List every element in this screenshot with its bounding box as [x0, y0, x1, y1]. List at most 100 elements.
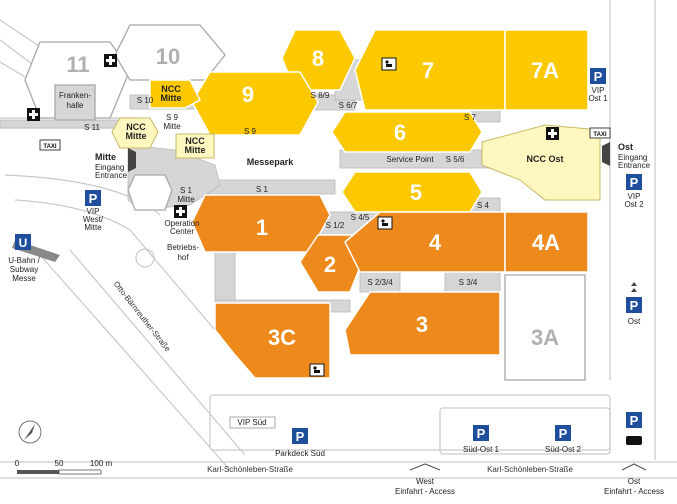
hall-3a-shape: [504, 274, 586, 381]
parking-icon: P: [559, 426, 568, 441]
first-aid-icon: [27, 108, 40, 121]
access-west-name: West: [416, 477, 435, 486]
first-aid-icons: [27, 54, 559, 218]
hall-label-4: 4: [429, 230, 442, 255]
parking-icon: P: [630, 413, 639, 428]
parking-icon: P: [89, 191, 98, 206]
hall-label-7a: 7A: [531, 58, 559, 83]
first-aid-icon: [546, 127, 559, 140]
ubahn-icon: U: [19, 236, 28, 250]
scale-zero: 0: [15, 459, 20, 468]
parking-icon: P: [630, 175, 639, 190]
passage-s4: S 4: [477, 201, 490, 210]
messepark-label: Messepark: [247, 157, 295, 167]
passage-s1: S 1: [256, 185, 269, 194]
hall-9-shape: [191, 71, 319, 136]
parking-deck-sued[interactable]: P Parkdeck Süd: [275, 428, 325, 458]
hall-label-1: 1: [256, 215, 268, 240]
access-ost[interactable]: Ost Einfahrt - Access: [604, 463, 664, 496]
taxi-label: TAXI: [43, 144, 57, 150]
parking-icon: P: [594, 69, 603, 84]
scale-hundred: 100 m: [90, 459, 113, 468]
parking-ost[interactable]: P Ost: [626, 282, 642, 326]
access-ost-arrow-icon: [621, 463, 647, 471]
passage-s9: S 9: [244, 127, 257, 136]
access-west-arrow-icon: [409, 463, 441, 471]
hall-2-shape: [299, 234, 363, 293]
passage-labels: S 1 S 1/2 S 2/3/4 S 3/4 S 4 S 4/5 S 5/6 …: [84, 91, 489, 287]
hall-4a-shape: [504, 211, 589, 273]
accessibility-icon: [377, 216, 393, 230]
frankenhalle-label: Franken-halle: [59, 91, 91, 110]
parking-ost-label: Ost: [628, 317, 641, 326]
parking-icon: P: [630, 298, 639, 313]
hall-label-3: 3: [416, 312, 428, 337]
vip-sued[interactable]: VIP Süd: [229, 416, 276, 429]
passage-s7: S 7: [464, 113, 477, 122]
passage-s2-3-4: S 2/3/4: [367, 278, 393, 287]
entrance-ost-marker: [602, 142, 610, 166]
road-karl-east: Karl-Schönleben-Straße: [487, 465, 573, 474]
hall-label-9: 9: [242, 82, 254, 107]
hall-label-2: 2: [324, 252, 336, 277]
halls-cream: [111, 117, 601, 201]
entrance-mitte-marker: [128, 148, 136, 172]
hall-label-5: 5: [410, 180, 422, 205]
hall-label-7: 7: [422, 58, 434, 83]
accessibility-icon: [381, 57, 397, 71]
hall-label-3a: 3A: [531, 325, 559, 350]
hall-6-shape: [331, 111, 483, 153]
scale-bar: 0 50 100 m: [15, 459, 113, 475]
access-ost-sub: Einfahrt - Access: [604, 487, 664, 496]
access-west[interactable]: West Einfahrt - Access: [395, 463, 455, 496]
passage-s11: S 11: [84, 123, 100, 132]
taxi-sign-west: TAXI: [39, 139, 61, 151]
ncc-mitte-top-shape: [149, 79, 201, 109]
parking-sued-ost2[interactable]: P Süd-Ost 2: [545, 425, 582, 454]
parking-sued-ost1[interactable]: P Süd-Ost 1: [463, 425, 500, 454]
hall-label-11: 11: [66, 52, 89, 77]
passage-s10: S 10: [137, 96, 154, 105]
mitte-building-shape: [127, 174, 173, 211]
passage-s8-9: S 8/9: [311, 91, 330, 100]
road-karl-west: Karl-Schönleben-Straße: [207, 465, 293, 474]
hall-label-6: 6: [394, 120, 406, 145]
hall-3-shape: [344, 291, 501, 356]
scale-fifty: 50: [55, 459, 64, 468]
hall-label-10: 10: [156, 44, 180, 69]
hall-7a-shape: [504, 29, 589, 111]
passage-s1-2: S 1/2: [326, 221, 345, 230]
ncc-ost-label: NCC Ost: [526, 154, 563, 164]
taxi-sign-east: TAXI: [589, 127, 611, 139]
bus-icon: [626, 436, 642, 445]
sued-ost2-label: Süd-Ost 2: [545, 445, 582, 454]
hall-7-shape: [354, 29, 506, 111]
hall-3c-shape: [214, 302, 331, 379]
hall-label-4a: 4A: [532, 230, 560, 255]
access-west-sub: Einfahrt - Access: [395, 487, 455, 496]
hall-label-3c: 3C: [268, 325, 296, 350]
bus-stop: P: [626, 412, 642, 445]
entrance-ost-name: Ost: [618, 142, 633, 152]
road-otto: Otto-Bärnreuther-Straße: [112, 280, 173, 354]
up-arrows-icon: [631, 282, 637, 292]
taxi-label: TAXI: [593, 132, 607, 138]
access-ost-name: Ost: [628, 477, 641, 486]
